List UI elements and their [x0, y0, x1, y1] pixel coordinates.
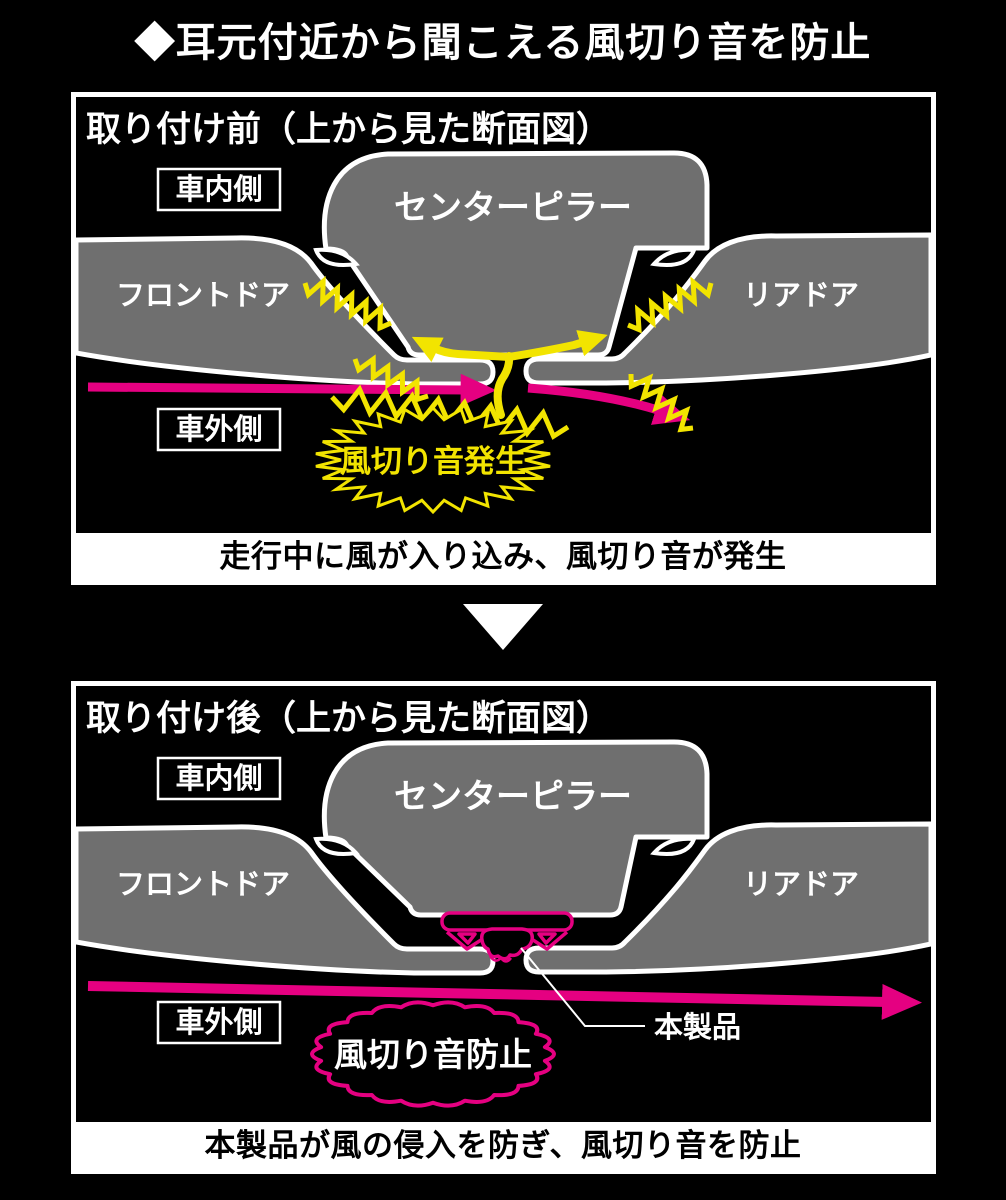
- panel-before: 取り付け前（上から見た断面図） センターピラー フロントドア リアドア 車内側 …: [70, 92, 936, 585]
- product-left-wing: [445, 930, 482, 951]
- noise-burst-shape: [315, 405, 550, 515]
- exterior-side-tag: 車外側: [156, 407, 281, 452]
- left-seal-pocket: [312, 247, 360, 267]
- product-right-barb: [536, 932, 557, 945]
- product-right-wing: [531, 930, 568, 951]
- noise-zigzag-right-channel: [626, 276, 713, 334]
- exterior-side-label: 車外側: [175, 413, 262, 446]
- panel-divider: [0, 597, 1006, 657]
- prevention-bubble-label: 風切り音防止: [334, 1036, 532, 1073]
- diagram-before: 取り付け前（上から見た断面図） センターピラー フロントドア リアドア 車内側 …: [75, 110, 931, 515]
- panel-after: 取り付け後（上から見た断面図） 本製品 センターピラー フロントドア リアドア …: [70, 681, 936, 1174]
- front-door-label: フロントドア: [115, 869, 289, 901]
- left-seal-pocket: [312, 836, 360, 856]
- pillar-label: センターピラー: [394, 778, 632, 816]
- front-door-shape: [75, 824, 495, 976]
- product-left-barb: [456, 932, 477, 945]
- wind-fork-stem: [493, 352, 513, 419]
- diagram-after: 取り付け後（上から見た断面図） 本製品 センターピラー フロントドア リアドア …: [75, 699, 931, 1108]
- rear-door-label: リアドア: [742, 869, 858, 901]
- interior-side-tag: 車内側: [156, 756, 281, 801]
- right-seal-pocket: [649, 247, 697, 267]
- wind-arrow-out: [527, 383, 690, 425]
- right-seal-pocket: [649, 836, 697, 856]
- wind-fork-right: [504, 330, 608, 361]
- interior-side-label: 車内側: [175, 762, 262, 795]
- down-triangle-icon: [463, 604, 543, 650]
- wind-arrow-pass: [87, 981, 922, 1020]
- caption-before: 走行中に風が入り込み、風切り音が発生: [75, 533, 931, 580]
- page-title: ◆耳元付近から聞こえる風切り音を防止: [134, 21, 872, 65]
- center-pillar-shape: [321, 150, 709, 358]
- rear-door-shape: [523, 232, 931, 386]
- exterior-side-label: 車外側: [175, 1006, 262, 1039]
- rear-door-label: リアドア: [742, 280, 858, 312]
- center-pillar-shape: [321, 739, 709, 918]
- noise-zigzag-left-gap: [352, 354, 429, 403]
- noise-zigzag-right-gap: [628, 373, 693, 433]
- product-label: 本製品: [654, 1011, 741, 1044]
- front-door-shape: [75, 235, 495, 387]
- product-bottom-squiggle: [488, 955, 512, 963]
- pillar-label: センターピラー: [394, 189, 632, 227]
- product-callout-line: [519, 947, 645, 1027]
- rear-door-shape: [523, 821, 931, 975]
- panel-before-header: 取り付け前（上から見た断面図）: [86, 110, 611, 149]
- caption-after: 本製品が風の侵入を防ぎ、風切り音を防止: [75, 1122, 931, 1169]
- panel-after-header: 取り付け後（上から見た断面図）: [86, 699, 611, 738]
- interior-side-tag: 車内側: [156, 167, 281, 212]
- noise-burst-label: 風切り音発生: [340, 444, 526, 479]
- wind-fork-left: [411, 336, 513, 362]
- interior-side-label: 車内側: [175, 173, 262, 206]
- product-center-seal: [479, 927, 534, 961]
- exterior-side-tag: 車外側: [156, 1000, 281, 1045]
- noise-zigzag-left-channel: [302, 275, 392, 332]
- prevention-bubble-shape: [309, 1000, 556, 1108]
- front-door-label: フロントドア: [115, 280, 289, 312]
- product-seal: [439, 911, 574, 963]
